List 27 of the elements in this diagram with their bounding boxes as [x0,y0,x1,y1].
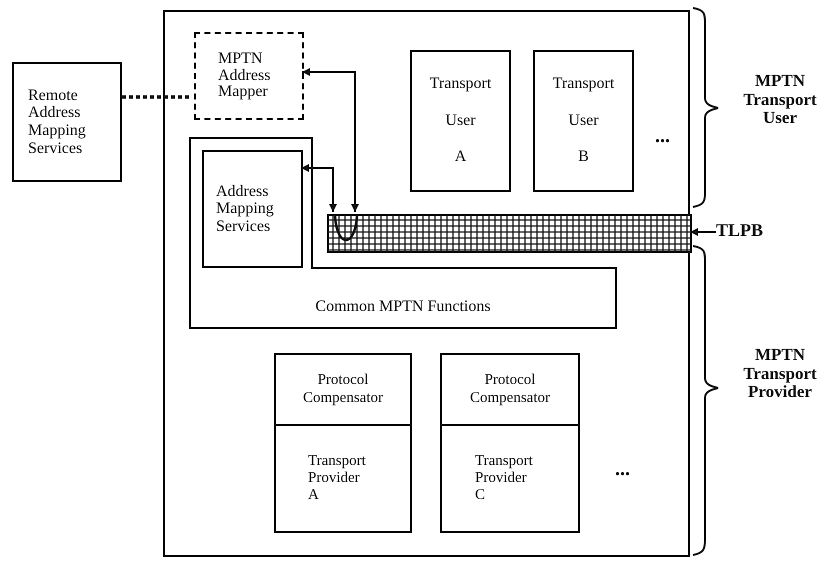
component-label: MPTN Address Mapper [218,50,272,102]
group-label: MPTN Transport User [742,72,818,128]
arrow [302,68,359,212]
component-label: Remote Address Mapping Services [28,86,87,158]
component-label: Protocol Compensator [302,372,384,407]
component-box [410,50,511,192]
component-box [202,150,303,268]
component-label: Transport User B [552,74,616,168]
component-box [194,32,304,120]
dotted-connector [122,95,192,99]
group-label: MPTN Transport Provider [742,346,818,402]
arrow [690,228,716,236]
component-label: Transport User A [428,74,492,168]
component-label: Transport Provider C [475,452,534,504]
ellipsis: ... [654,125,671,147]
system-box [163,10,690,557]
bar-label: TLPB [716,220,764,240]
component-box [533,50,634,192]
ellipsis: ... [614,458,631,480]
component-label: Common MPTN Functions [315,297,491,317]
component-label: Protocol Compensator [469,372,551,407]
component-box [440,353,580,533]
component-box [274,353,412,533]
component-label: Transport Provider A [308,452,367,504]
service-box [12,62,122,182]
arrow [301,164,337,212]
component-label: Address Mapping Services [216,182,275,236]
